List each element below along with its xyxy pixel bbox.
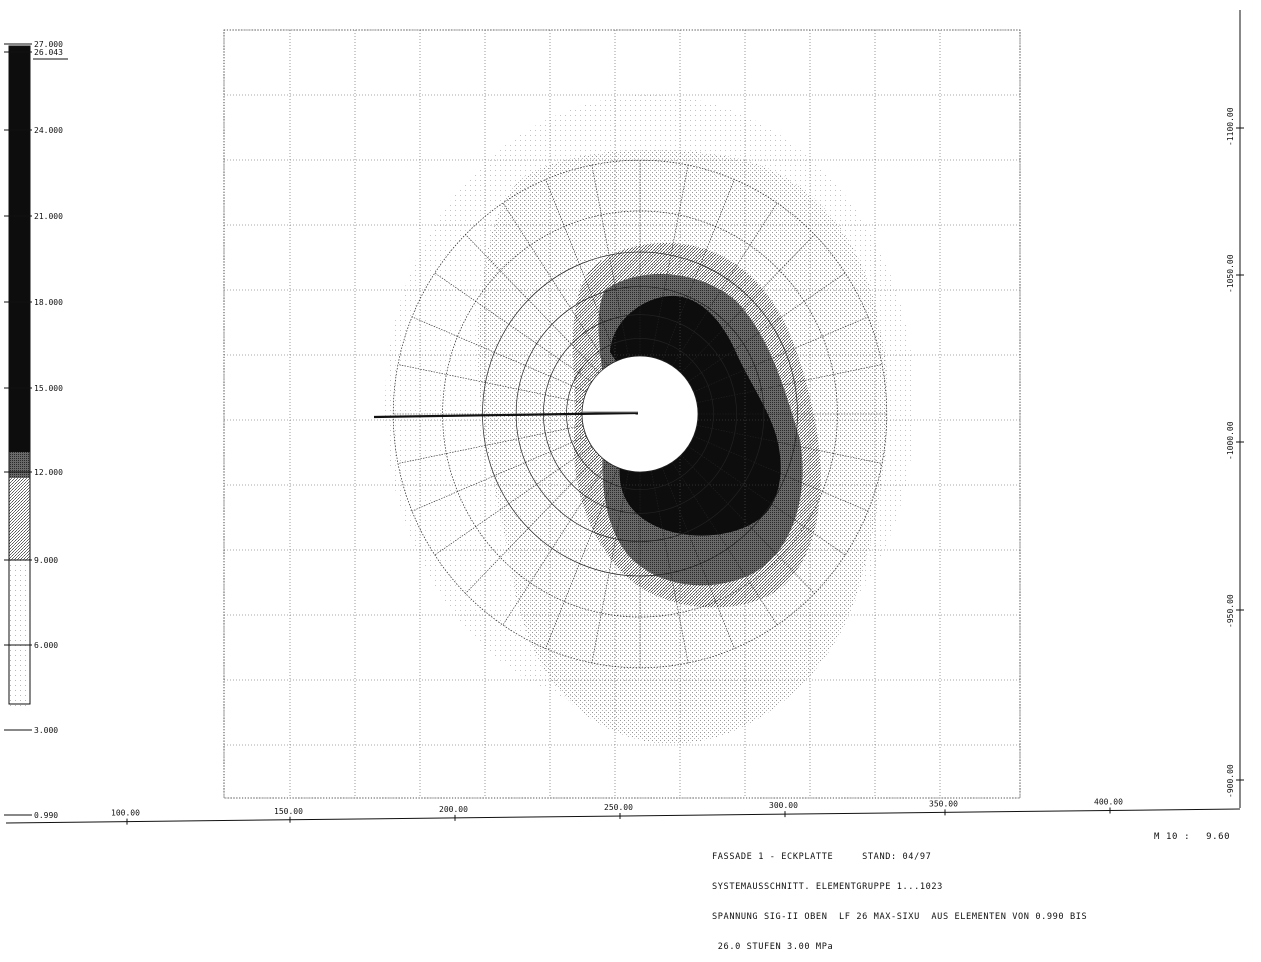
legend-band-high <box>9 46 30 474</box>
legend-label: 3.000 <box>34 726 58 735</box>
legend-band-faint <box>9 560 30 710</box>
y-axis-tick-label: -1100.00 <box>1226 107 1235 146</box>
crack-line <box>373 411 639 419</box>
legend-label: 0.990 <box>34 811 58 820</box>
radial-spoke <box>651 470 689 664</box>
radial-ring <box>392 159 888 669</box>
radial-spoke <box>545 179 619 361</box>
radial-spoke <box>411 435 587 512</box>
y-axis-ticks: -1100.00 -1050.00 -1000.00 -950.00 -900.00 <box>1226 107 1244 798</box>
radial-spoke <box>688 445 846 556</box>
caption-line-1: FASSADE 1 - ECKPLATTE STAND: 04/97 <box>712 852 932 862</box>
radial-spoke <box>693 316 869 393</box>
radial-spoke <box>651 164 689 358</box>
legend-label: 9.000 <box>34 556 58 565</box>
x-axis-tick-label: 250.00 <box>604 803 633 812</box>
radial-spoke <box>661 467 735 649</box>
radial-spoke <box>688 272 846 383</box>
radial-spoke <box>696 364 883 403</box>
legend-label: 27.000 <box>34 40 63 49</box>
legend-label: 21.000 <box>34 212 63 221</box>
x-axis-tick-label: 200.00 <box>439 805 468 814</box>
scale-indicator: M 10 : 9.60 <box>1154 832 1230 842</box>
radial-spoke <box>465 234 600 374</box>
x-axis-tick-label: 300.00 <box>769 801 798 810</box>
caption-line-2: SYSTEMAUSSCHNITT. ELEMENTGRUPPE 1...1023 <box>712 882 943 892</box>
radial-spoke <box>661 179 735 361</box>
y-axis-tick-label: -1050.00 <box>1226 254 1235 293</box>
y-axis-tick-label: -900.00 <box>1226 764 1235 798</box>
radial-spoke <box>591 470 629 664</box>
legend-label: 15.000 <box>34 384 63 393</box>
radial-ring <box>442 210 838 618</box>
plot-frame <box>223 29 1021 799</box>
radial-spoke <box>465 454 600 594</box>
legend-band-low <box>9 478 30 560</box>
radial-spoke <box>434 445 592 556</box>
legend-label: 12.000 <box>34 468 63 477</box>
legend-label: 24.000 <box>34 126 63 135</box>
radial-spoke <box>397 364 584 403</box>
legend-ticks <box>4 43 68 816</box>
legend-label: 6.000 <box>34 641 58 650</box>
mesh-view <box>223 29 1021 799</box>
radial-spoke <box>696 425 883 464</box>
x-axis-tick-label: 400.00 <box>1094 797 1123 806</box>
caption-line-4: 26.0 STUFEN 3.00 MPa <box>712 942 834 952</box>
radial-spoke <box>397 425 584 464</box>
x-axis-line <box>5 808 1241 824</box>
y-axis-tick-label: -950.00 <box>1226 594 1235 628</box>
x-axis-tick-label: 100.00 <box>111 809 140 818</box>
legend-band-mid <box>9 452 30 478</box>
radial-spoke <box>693 435 869 512</box>
scale-value: 9.60 <box>1206 832 1231 842</box>
scale-label: M 10 : <box>1154 832 1191 842</box>
radial-spoke <box>411 316 587 393</box>
radial-mesh <box>392 159 888 669</box>
x-axis-tick-label: 150.00 <box>274 807 303 816</box>
radial-spoke <box>545 467 619 649</box>
radial-spoke <box>591 164 629 358</box>
y-axis: -1100.00 -1050.00 -1000.00 -950.00 -900.00 <box>1226 10 1244 808</box>
legend-label: 26.043 <box>34 48 63 57</box>
radial-spoke <box>680 454 815 594</box>
caption-line-3: SPANNUNG SIG-II OBEN LF 26 MAX-SIXU AUS … <box>712 912 1088 922</box>
radial-spoke <box>680 234 815 374</box>
radial-spoke <box>434 272 592 383</box>
plot-caption: FASSADE 1 - ECKPLATTE STAND: 04/97 SYSTE… <box>712 832 1087 962</box>
x-axis-ticks: 100.00 150.00 200.00 250.00 300.00 350.00 400.… <box>111 797 1123 825</box>
legend-frame <box>8 45 31 705</box>
legend-label: 18.000 <box>34 298 63 307</box>
x-axis: 100.00 150.00 200.00 250.00 300.00 350.00 400.… <box>5 797 1241 825</box>
x-axis-tick-label: 350.00 <box>929 799 958 808</box>
y-axis-tick-label: -1000.00 <box>1226 421 1235 460</box>
